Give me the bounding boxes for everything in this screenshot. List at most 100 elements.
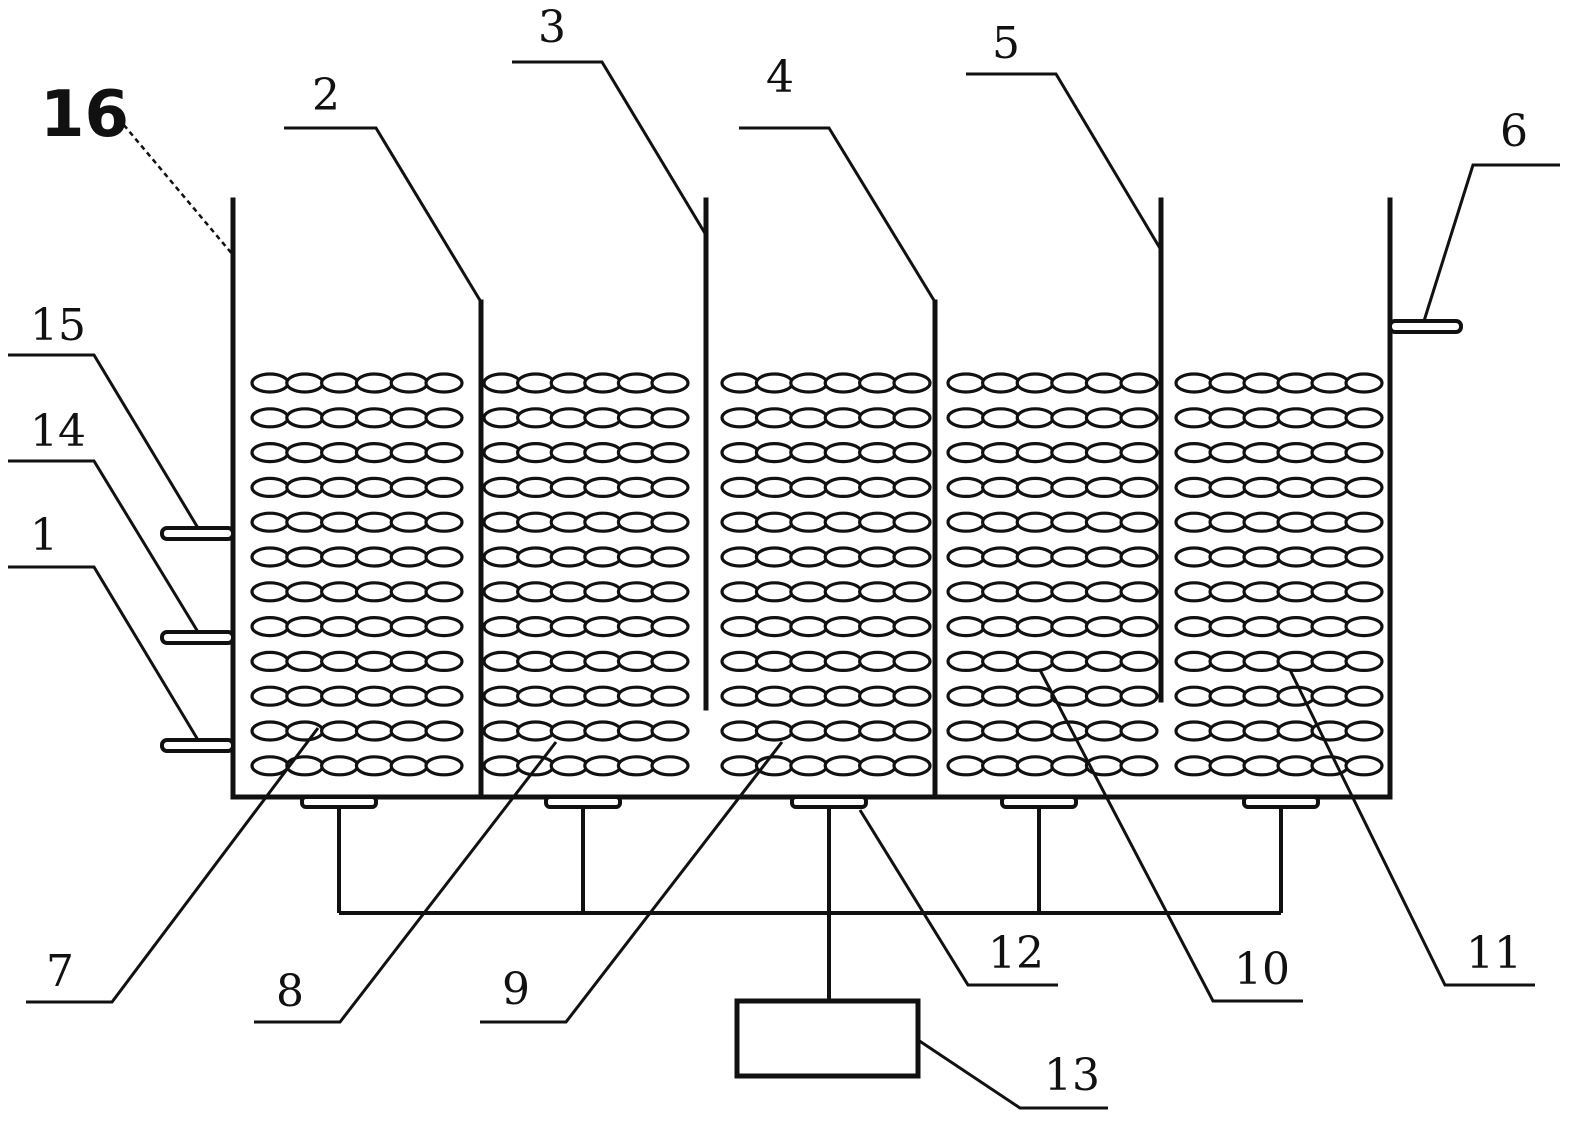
media-element bbox=[354, 546, 394, 568]
media-element bbox=[482, 442, 522, 464]
leader-13 bbox=[917, 1038, 1108, 1110]
media-element bbox=[424, 407, 464, 429]
label-11: 11 bbox=[1466, 928, 1522, 979]
packing-media bbox=[250, 372, 1384, 777]
media-element bbox=[354, 511, 394, 533]
media-element bbox=[549, 372, 589, 394]
media-element bbox=[616, 720, 657, 742]
media-element bbox=[946, 755, 986, 777]
media-element bbox=[720, 442, 760, 464]
media-element bbox=[946, 407, 986, 429]
media-element bbox=[1208, 546, 1248, 568]
media-element bbox=[320, 615, 360, 638]
media-element bbox=[250, 511, 290, 533]
media-element bbox=[980, 442, 1021, 464]
media-element bbox=[720, 685, 760, 707]
media-element bbox=[650, 581, 690, 603]
media-element bbox=[424, 685, 464, 707]
media-element bbox=[892, 372, 932, 394]
media-element bbox=[320, 442, 360, 464]
label-6: 6 bbox=[1500, 106, 1528, 157]
media-element bbox=[1119, 407, 1159, 429]
media-element bbox=[583, 442, 623, 464]
media-element bbox=[424, 615, 464, 638]
air-blower-box bbox=[734, 998, 921, 1079]
media-element bbox=[1344, 407, 1384, 429]
aerator-2 bbox=[544, 795, 622, 809]
media-element bbox=[1310, 615, 1350, 638]
media-element bbox=[285, 476, 325, 498]
media-element bbox=[1119, 615, 1159, 638]
media-element bbox=[549, 511, 589, 533]
media-element bbox=[1276, 546, 1316, 568]
media-element bbox=[1084, 546, 1125, 568]
media-element bbox=[424, 476, 464, 498]
aerator-5 bbox=[1242, 795, 1320, 809]
media-element bbox=[424, 372, 464, 394]
media-element bbox=[1050, 615, 1090, 638]
media-element bbox=[549, 442, 589, 464]
leader-8 bbox=[254, 741, 558, 1024]
media-element bbox=[354, 442, 394, 464]
media-element bbox=[789, 581, 829, 603]
media-element bbox=[424, 581, 464, 603]
media-element bbox=[1310, 650, 1350, 673]
media-element bbox=[892, 407, 932, 429]
outlet-pipe-6 bbox=[1388, 319, 1463, 334]
media-element bbox=[320, 476, 360, 498]
media-element bbox=[250, 650, 290, 673]
media-element bbox=[1015, 372, 1055, 394]
media-element bbox=[1174, 372, 1214, 394]
media-element bbox=[980, 476, 1021, 498]
media-element bbox=[1310, 546, 1350, 568]
media-element bbox=[1344, 685, 1384, 707]
media-element bbox=[549, 685, 589, 707]
label-16: 16 bbox=[40, 78, 129, 152]
media-element bbox=[823, 442, 863, 464]
media-element bbox=[754, 685, 795, 707]
media-element bbox=[754, 546, 795, 568]
label-15: 15 bbox=[30, 300, 86, 351]
media-element bbox=[650, 685, 690, 707]
label-1: 1 bbox=[30, 510, 58, 561]
media-element bbox=[980, 650, 1021, 673]
media-element bbox=[389, 650, 429, 673]
media-element bbox=[250, 615, 290, 638]
media-element bbox=[1276, 581, 1316, 603]
media-element bbox=[616, 546, 657, 568]
media-element bbox=[857, 372, 898, 394]
media-element bbox=[1344, 615, 1384, 638]
tank bbox=[230, 197, 1393, 800]
media-element bbox=[1084, 372, 1125, 394]
media-element bbox=[823, 511, 863, 533]
media-element bbox=[1344, 442, 1384, 464]
media-element bbox=[389, 511, 429, 533]
media-element bbox=[980, 511, 1021, 533]
media-element bbox=[549, 650, 589, 673]
media-element bbox=[789, 407, 829, 429]
media-element bbox=[857, 615, 898, 638]
label-3: 3 bbox=[538, 2, 566, 53]
media-element bbox=[1242, 372, 1282, 394]
media-element bbox=[1276, 685, 1316, 707]
media-element bbox=[1015, 615, 1055, 638]
leader-6 bbox=[1422, 163, 1560, 322]
media-element bbox=[1119, 685, 1159, 707]
media-element bbox=[389, 685, 429, 707]
media-element bbox=[1276, 476, 1316, 498]
media-element bbox=[980, 372, 1021, 394]
media-element bbox=[285, 650, 325, 673]
media-element bbox=[946, 720, 986, 742]
media-element bbox=[583, 407, 623, 429]
media-element bbox=[1050, 581, 1090, 603]
media-element bbox=[946, 685, 986, 707]
media-element bbox=[823, 372, 863, 394]
media-element bbox=[1174, 650, 1214, 673]
media-element bbox=[720, 720, 760, 742]
media-element bbox=[1344, 581, 1384, 603]
media-element bbox=[320, 372, 360, 394]
media-element bbox=[616, 476, 657, 498]
media-element bbox=[389, 720, 429, 742]
leader-12 bbox=[858, 809, 1058, 987]
media-element bbox=[354, 581, 394, 603]
